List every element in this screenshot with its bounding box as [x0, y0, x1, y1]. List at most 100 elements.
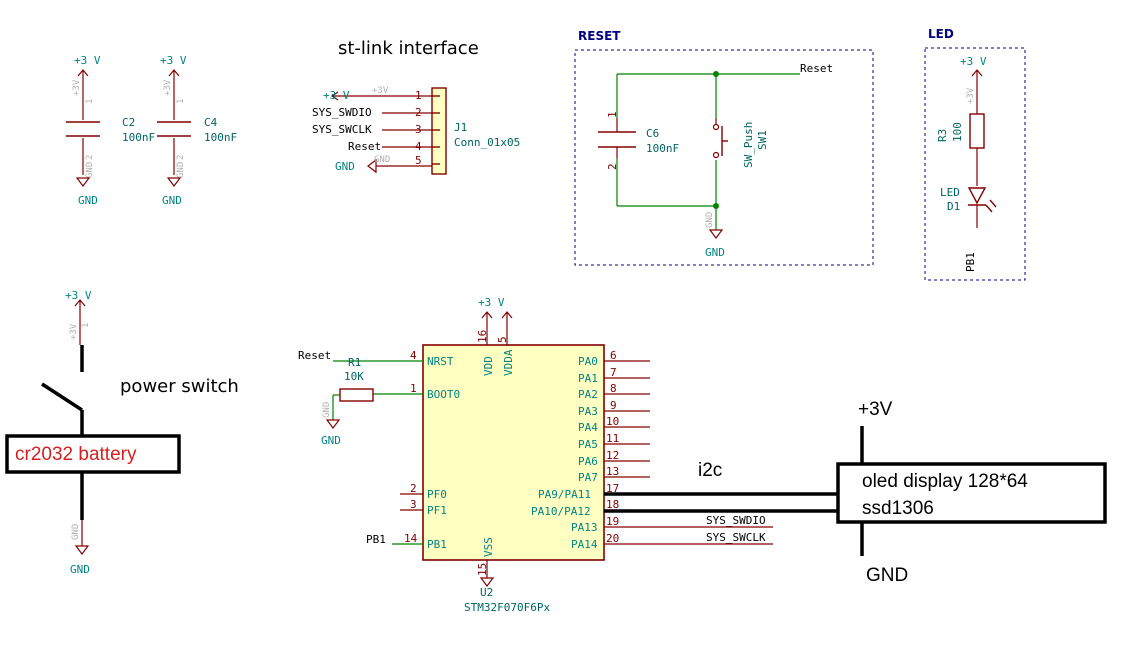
mcu-pin-pa6-name: PA6: [578, 455, 598, 468]
j1-pin-2: 2: [415, 106, 422, 119]
j1-pin-1: 1: [415, 89, 422, 102]
r1-ref: R1: [348, 356, 361, 369]
ps-vdd-label: +3 V: [65, 289, 92, 302]
mcu-value: STM32F070F6Px: [464, 601, 550, 614]
c2-pin-top: 1: [85, 99, 95, 104]
mcu-pin-pa13-num: 19: [606, 515, 619, 528]
mcu-net-pb1: PB1: [366, 533, 386, 546]
r1-hidden-gnd: GND: [322, 402, 332, 418]
mcu-pin-pa2-num: 8: [610, 382, 617, 395]
mcu-pin-pa5-num: 11: [606, 432, 619, 445]
c2-gnd-label: GND: [78, 194, 98, 207]
j1-pin-5: 5: [415, 154, 422, 167]
power-switch-label: power switch: [120, 376, 239, 397]
mcu-pin-pa9-name: PA9/PA11: [538, 488, 591, 501]
r3-ref: R3: [936, 129, 949, 142]
ps-gnd-label: GND: [70, 563, 90, 576]
mcu-pin-vss-num: 15: [476, 563, 489, 576]
led-block[interactable]: LED +3 V +3V R3 100 LED D1 PB1: [924, 27, 1026, 281]
led-title: LED: [928, 27, 954, 41]
mcu-pin-vdd-name: VDD: [482, 356, 495, 376]
mcu-pin-pa7-num: 13: [606, 465, 619, 478]
mcu-pin-vdda-name: VDDA: [502, 349, 515, 376]
j1-net-reset: Reset: [348, 140, 381, 153]
mcu-pin-pa7-name: PA7: [578, 471, 598, 484]
mcu-pin-pa2-name: PA2: [578, 388, 598, 401]
j1-net-swclk: SYS_SWCLK: [312, 123, 372, 136]
stlink-title: st-link interface: [338, 38, 479, 59]
ps-hidden-vdd: +3V: [69, 323, 79, 340]
c2-pin-bottom: 2: [85, 155, 95, 160]
c6-ref: C6: [646, 127, 659, 140]
mcu-pin-pb1-num: 14: [404, 532, 418, 545]
mcu-pin-pa1-num: 7: [610, 366, 617, 379]
mcu-pin-pa13-name: PA13: [571, 521, 598, 534]
mcu-pin-nrst-name: NRST: [427, 355, 454, 368]
mcu-pin-pa14-name: PA14: [571, 538, 598, 551]
mcu-pin-boot0-name: BOOT0: [427, 388, 460, 401]
mcu-pin-pf0-name: PF0: [427, 488, 447, 501]
mcu-pin-pa6-num: 12: [606, 449, 619, 462]
mcu-pin-pa1-name: PA1: [578, 372, 598, 385]
d1-value: LED: [940, 186, 960, 199]
mcu-pin-pa10-num: 18: [606, 498, 619, 511]
j1-ref: J1: [454, 121, 467, 134]
led-net-pb1: PB1: [964, 252, 977, 272]
mcu-vdd-label: +3 V: [478, 296, 505, 309]
mcu-pin-boot0-num: 1: [410, 382, 417, 395]
decoupling-cap-c2[interactable]: +3 V +3V 1 2 GND GND C2 100nF: [66, 54, 155, 207]
r1-gnd-label: GND: [321, 434, 341, 447]
mcu-pin-vdda-num: 5: [496, 336, 509, 343]
mcu-net-reset: Reset: [298, 349, 331, 362]
mcu-pin-pb1-name: PB1: [427, 538, 447, 551]
reset-hidden-gnd: GND: [705, 212, 715, 228]
ps-pin-top: 1: [81, 323, 91, 328]
mcu-pin-pa4-num: 10: [606, 415, 619, 428]
mcu-u2[interactable]: +3 V 16 5 VDD VDDA 15 VSS U2 STM32F070F6…: [298, 296, 773, 614]
mcu-pin-pf0-num: 2: [410, 482, 417, 495]
oled-gnd-label: GND: [866, 565, 908, 586]
oled-vdd-label: +3V: [858, 399, 893, 420]
stlink-vdd-label: +3 V: [323, 89, 350, 102]
sw1-ref: SW1: [756, 130, 769, 150]
mcu-pin-pf1-num: 3: [410, 498, 417, 511]
c4-vdd-label: +3 V: [160, 54, 187, 67]
c4-hidden-vdd: +3V: [163, 79, 173, 96]
mcu-pin-pa9-num: 17: [606, 482, 619, 495]
c4-pin-top: 1: [176, 99, 186, 104]
mcu-pin-vdd-num: 16: [476, 330, 489, 343]
mcu-pin-pa5-name: PA5: [578, 438, 598, 451]
stlink-gnd-label: GND: [335, 160, 355, 173]
power-switch-block[interactable]: +3 V +3V 1 power switch cr2032 battery G…: [5, 289, 239, 576]
stlink-connector-j1[interactable]: st-link interface +3 V +3V GND GND 1 2 3…: [312, 38, 520, 175]
battery-label: cr2032 battery: [15, 444, 137, 465]
reset-net-label: Reset: [800, 62, 833, 75]
j1-pin-3: 3: [415, 123, 422, 136]
reset-block[interactable]: RESET Reset 1 2 C6 100nF SW_Push SW1 GND…: [574, 29, 874, 266]
oled-display-block[interactable]: i2c +3V oled display 128*64 ssd1306 GND: [604, 399, 1107, 586]
mcu-ref: U2: [480, 586, 493, 599]
c2-hidden-vdd: +3V: [72, 79, 82, 96]
sw1-value: SW_Push: [742, 122, 755, 168]
mcu-right-pins: 6 PA0 7 PA1 8 PA2 9 PA3 10 PA4 11 PA5 12…: [531, 349, 773, 551]
stlink-hidden-vdd: +3V: [372, 86, 389, 96]
reset-gnd-label: GND: [705, 246, 725, 259]
mcu-pin-pa3-num: 9: [610, 399, 617, 412]
oled-line2: ssd1306: [862, 498, 934, 519]
mcu-pin-nrst-num: 4: [410, 349, 417, 362]
j1-pin-4: 4: [415, 140, 422, 153]
c6-pin-bottom: 2: [606, 163, 619, 170]
r1-value: 10K: [344, 370, 364, 383]
c4-pin-bottom: 2: [176, 155, 186, 160]
mcu-pin-pf1-name: PF1: [427, 504, 447, 517]
c6-pin-top: 1: [606, 111, 619, 118]
stlink-hidden-gnd: GND: [374, 155, 390, 165]
mcu-pin-pa10-name: PA10/PA12: [531, 505, 591, 518]
led-vdd-label: +3 V: [960, 55, 987, 68]
c4-hidden-gnd: GND: [176, 162, 186, 178]
j1-net-swdio: SYS_SWDIO: [312, 106, 372, 119]
i2c-label: i2c: [698, 460, 722, 481]
ps-hidden-gnd: GND: [71, 524, 81, 540]
decoupling-cap-c4[interactable]: +3 V +3V 1 2 GND GND C4 100nF: [157, 54, 237, 207]
